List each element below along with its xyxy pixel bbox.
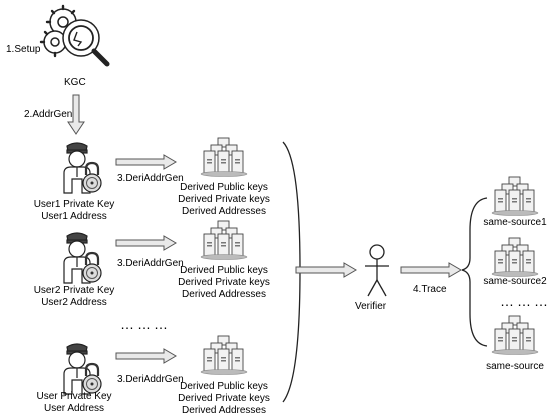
derived-private-keys-2: Derived Private keys <box>178 277 270 288</box>
deriaddrgen-arrow-3 <box>115 348 177 364</box>
derived-addresses-1: Derived Addresses <box>182 206 266 217</box>
derived-public-keys-3: Derived Public keys <box>180 381 268 392</box>
user1-address-label: User1 Address <box>41 211 107 222</box>
derived-addresses-2: Derived Addresses <box>182 289 266 300</box>
deriaddrgen-label-3: 3.DeriAddrGen <box>117 374 184 385</box>
deriaddrgen-arrow-1 <box>115 154 177 170</box>
user1-private-key-label: User1 Private Key <box>33 199 115 210</box>
same-source-label: same-source <box>486 361 544 372</box>
source-servers-icon-2 <box>491 237 539 277</box>
same-source1-label: same-source1 <box>483 217 547 228</box>
verifier-label: Verifier <box>355 301 387 312</box>
derived-public-keys-2: Derived Public keys <box>180 265 268 276</box>
deriaddrgen-label-1: 3.DeriAddrGen <box>117 173 184 184</box>
user-icon <box>62 342 103 396</box>
derived-servers-icon-1 <box>200 137 248 177</box>
source-brace <box>461 197 488 347</box>
deriaddrgen-arrow-2 <box>115 235 177 251</box>
user2-address-label: User2 Address <box>41 297 107 308</box>
kgc-gears-icon <box>39 4 110 67</box>
addrgen-step-label: 2.AddrGen <box>24 109 73 120</box>
kgc-label: KGC <box>64 77 86 88</box>
source-servers-icon-1 <box>491 176 539 216</box>
users-ellipsis: ……… <box>120 316 171 332</box>
derived-public-keys-1: Derived Public keys <box>180 182 268 193</box>
trace-arrow <box>400 262 462 278</box>
sources-ellipsis: ……… <box>500 293 550 309</box>
source-servers-icon-3 <box>491 315 539 355</box>
same-source2-label: same-source2 <box>483 276 547 287</box>
addrgen-arrow <box>67 94 85 135</box>
derived-addresses-3: Derived Addresses <box>182 405 266 416</box>
deriaddrgen-label-2: 3.DeriAddrGen <box>117 258 184 269</box>
trace-step-label: 4.Trace <box>413 284 447 295</box>
derived-private-keys-1: Derived Private keys <box>178 194 270 205</box>
derived-servers-icon-3 <box>200 335 248 375</box>
to-verifier-arrow <box>295 262 357 278</box>
user1-icon <box>62 141 103 195</box>
user2-private-key-label: User2 Private Key <box>33 285 115 296</box>
derived-private-keys-3: Derived Private keys <box>178 393 270 404</box>
setup-step-label: 1.Setup <box>6 44 41 55</box>
verifier-icon <box>365 244 389 297</box>
user2-icon <box>62 231 103 285</box>
user-address-label: User Address <box>43 403 105 414</box>
user-private-key-label: User Private Key <box>36 391 112 402</box>
derived-servers-icon-2 <box>200 220 248 260</box>
